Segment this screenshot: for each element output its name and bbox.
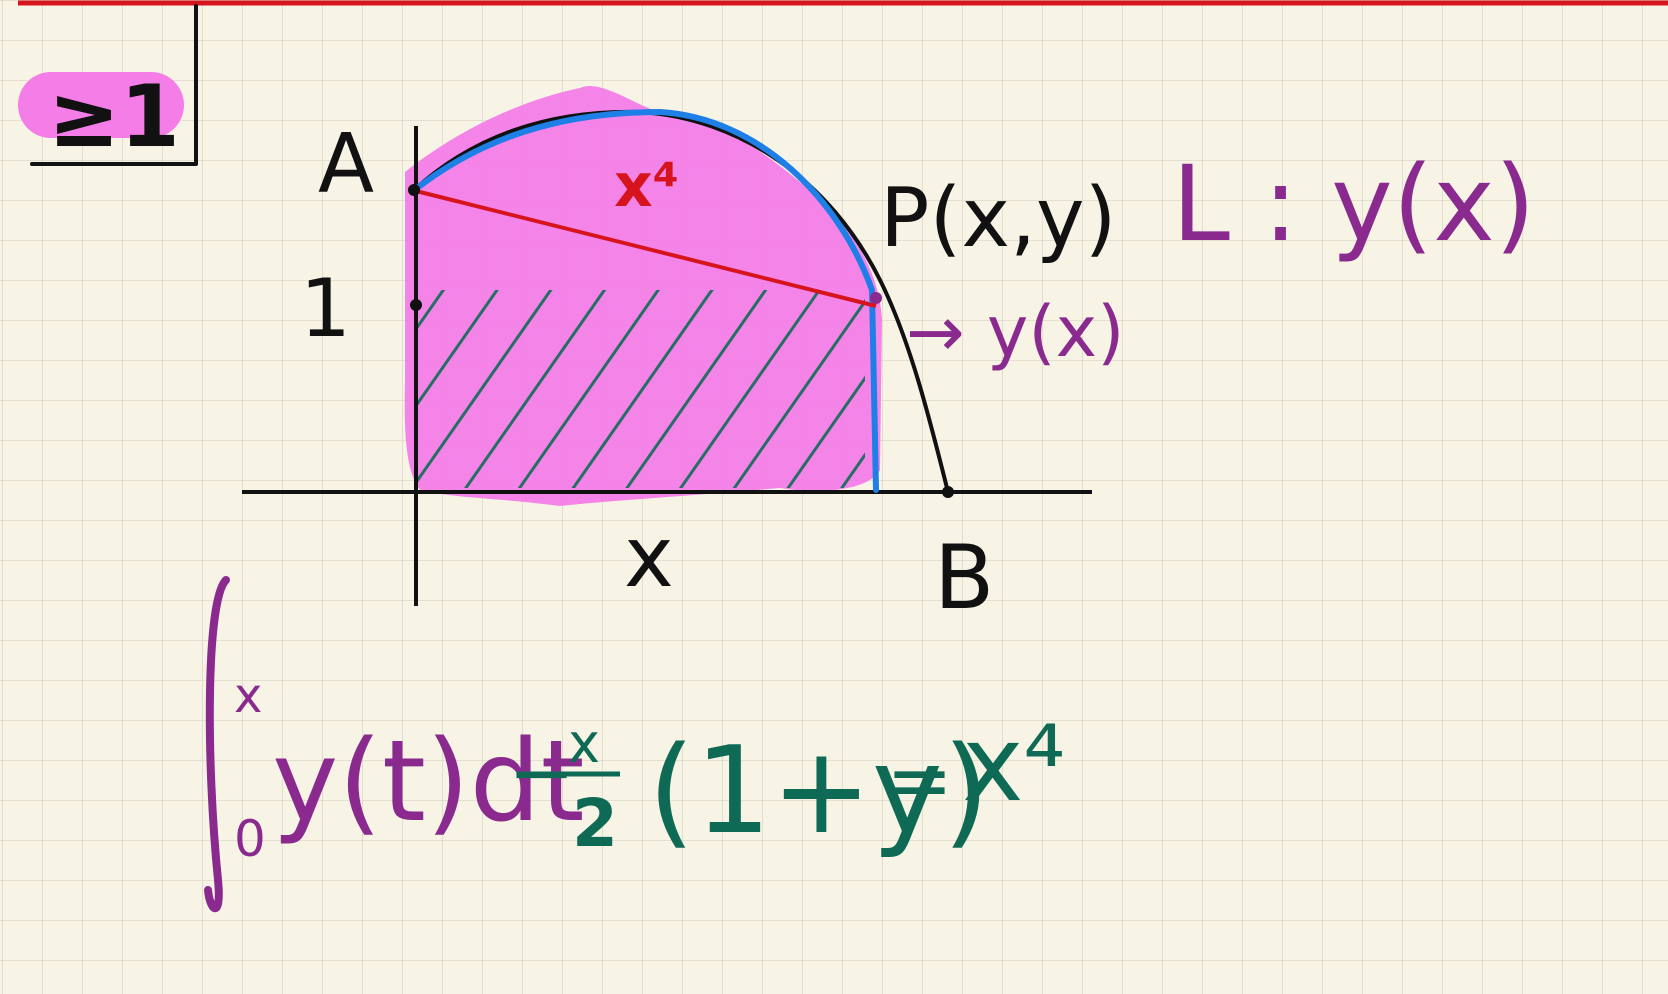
point-a-label: A	[318, 117, 374, 212]
corner-mark-text: ≥1	[48, 67, 180, 167]
point-one-dot	[410, 299, 422, 311]
point-a-dot	[408, 184, 420, 196]
point-b-dot	[942, 486, 954, 498]
point-p-label: P(x,y)	[880, 171, 1117, 266]
integral-upper-limit: x	[234, 668, 262, 724]
point-b-label: B	[934, 526, 994, 629]
corner-highlight	[18, 72, 184, 138]
corner-bracket	[30, 4, 198, 166]
one-label: 1	[300, 262, 351, 355]
integral-lower-limit: 0	[234, 810, 266, 868]
hatched-area	[418, 290, 865, 488]
integrand: y(t)dt	[272, 717, 585, 847]
red-chord	[411, 188, 877, 308]
rhs-term: x⁴	[962, 703, 1065, 825]
equation: x 0 y(t)dt − x 2 (1+y) = x⁴	[204, 576, 1065, 913]
fraction-numerator: x	[568, 712, 600, 775]
corner-mark: ≥1	[18, 4, 198, 167]
fraction-denominator: 2	[572, 785, 618, 862]
minus-sign: −	[508, 726, 575, 819]
x-axis-label: x	[624, 508, 674, 606]
x4-chord-label: x⁴	[614, 151, 679, 221]
equals-sign: =	[886, 734, 953, 827]
curve-name-label: L : y(x)	[1172, 143, 1535, 265]
paren-term: (1+y)	[648, 722, 990, 861]
blue-arc	[409, 109, 879, 493]
point-p-dot	[870, 292, 882, 304]
y-of-x-label: → y(x)	[906, 291, 1124, 373]
integral-sign	[204, 576, 230, 913]
